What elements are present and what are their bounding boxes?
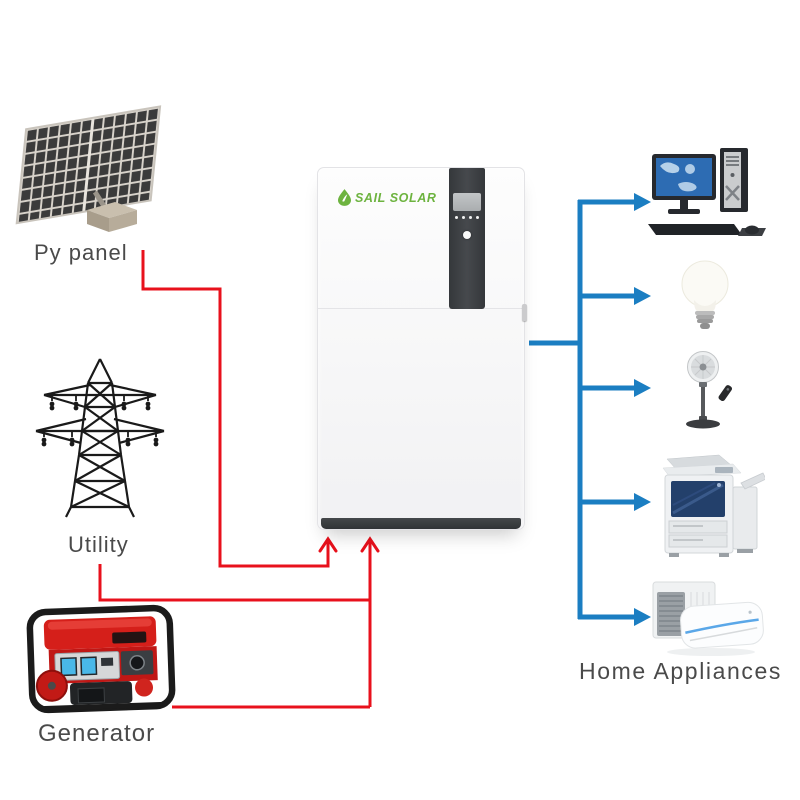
utility-label: Utility xyxy=(68,532,129,557)
insulators xyxy=(41,395,159,447)
generator-label: Generator xyxy=(38,720,156,747)
appliance-computer xyxy=(648,148,766,240)
side-connector xyxy=(522,304,527,321)
copier-icon xyxy=(662,454,767,557)
branch-copier-arrowhead xyxy=(634,493,651,511)
unit-base xyxy=(321,518,521,529)
branch-ac-arrowhead xyxy=(634,608,651,626)
branch-computer-arrowhead xyxy=(634,193,651,211)
input-trunk-arrowhead xyxy=(360,536,380,553)
standing-fan-icon xyxy=(686,351,733,429)
appliance-ac xyxy=(645,568,767,658)
control-strip xyxy=(449,168,485,309)
battery-inverter-unit: SAIL SOLAR xyxy=(317,167,527,530)
indicator-dots xyxy=(449,216,485,219)
generator-node xyxy=(25,602,180,717)
power-button xyxy=(463,231,471,239)
solar-panel-icon xyxy=(15,105,162,232)
appliance-fan xyxy=(676,350,740,436)
lcd-display xyxy=(453,193,481,211)
air-conditioner-icon xyxy=(652,581,764,656)
light-bulb-icon xyxy=(681,260,729,329)
desktop-computer-icon xyxy=(648,148,766,236)
utility-node xyxy=(30,355,170,527)
brand-logo: SAIL SOLAR xyxy=(338,189,436,206)
py-panel-label: Py panel xyxy=(34,240,128,265)
home-appliances-label: Home Appliances xyxy=(579,658,782,684)
power-tower-icon xyxy=(35,358,165,518)
branch-bulb-arrowhead xyxy=(634,287,651,305)
branch-fan-arrowhead xyxy=(634,379,651,397)
py-panel-wire xyxy=(141,250,330,568)
generator-icon xyxy=(26,604,176,714)
py-panel-arrowhead xyxy=(318,536,338,553)
appliance-bulb xyxy=(676,258,734,334)
appliance-copier xyxy=(645,453,767,565)
remote-control xyxy=(718,385,733,402)
brand-name: SAIL SOLAR xyxy=(355,190,437,205)
py-panel-node xyxy=(13,96,173,246)
utility-wire xyxy=(98,564,370,602)
panel-seam xyxy=(318,308,524,309)
leaf-drop-icon xyxy=(338,189,351,206)
